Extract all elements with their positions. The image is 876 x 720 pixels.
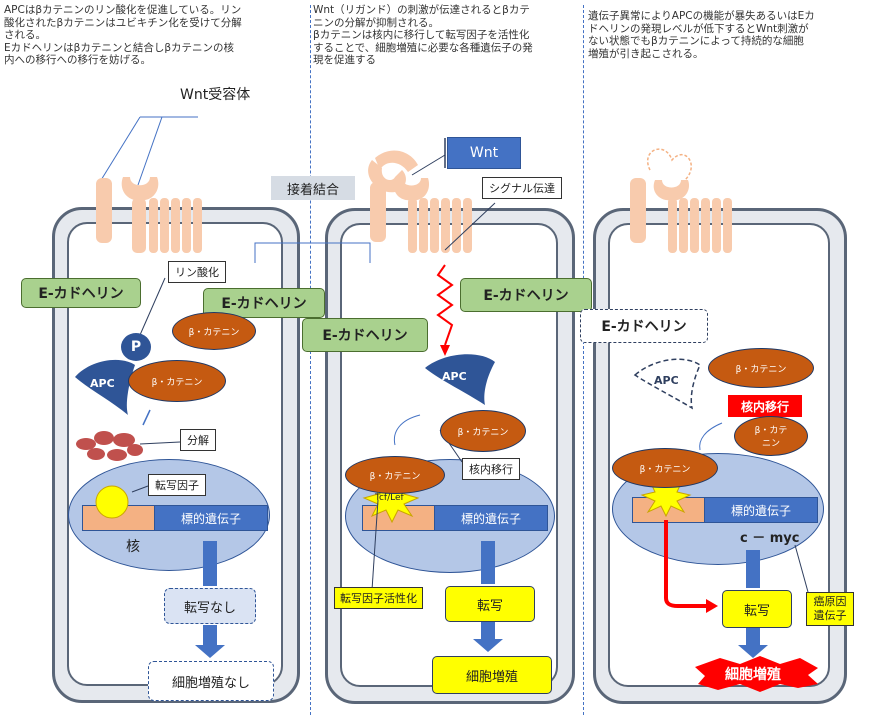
description-left: APCはβカテニンのリン酸化を促進している。リン 酸化されたβカテニンはユビキチ… [4, 4, 242, 66]
ecadherin-box-4: E-カドヘリン [460, 278, 592, 312]
down-arrows [195, 541, 768, 658]
receptor-pointer-line-2 [137, 116, 163, 186]
receptor-left [121, 177, 202, 253]
signal-label: シグナル伝達 [482, 177, 562, 199]
beta-catenin-2: β・カテニン [128, 360, 226, 402]
nuclear-translocation-red-label: 核内移行 [728, 395, 802, 417]
tcf-lef-label: Tcf/Lef [375, 493, 404, 503]
apc-right-shape [633, 358, 701, 410]
wnt-absent-outline [647, 148, 692, 181]
nucleus-label: 核 [126, 539, 140, 555]
no-transcription-box: 転写なし [164, 588, 256, 624]
nuclear-translocation-label: 核内移行 [462, 458, 520, 480]
beta-catenin-3: β・カテニン [440, 410, 526, 452]
proliferation-burst [695, 656, 818, 692]
degraded-fragments [76, 431, 143, 461]
divider-2 [583, 5, 584, 715]
receptor-right [630, 178, 732, 253]
beta-catenin-6: β・カテ ニン [734, 416, 808, 456]
receptor-middle [368, 150, 472, 253]
target-gene-middle: 標的遺伝子 [434, 505, 548, 531]
transcription-factor-label: 転写因子 [148, 474, 206, 496]
transcription-box-right: 転写 [722, 590, 792, 628]
degradation-label: 分解 [180, 429, 216, 451]
proliferation-burst-label: 細胞増殖 [725, 667, 781, 683]
wnt-box: Wnt [447, 137, 521, 169]
apc-left-label: APC [90, 377, 115, 390]
beta-catenin-5: β・カテニン [708, 348, 814, 388]
adhesion-bracket [254, 242, 371, 263]
cmyc-label: c － myc [740, 531, 800, 546]
adhesion-label: 接着結合 [271, 176, 355, 200]
description-middle: Wnt（リガンド）の刺激が伝達されるとβカテ ニンの分解が抑制される。 βカテニ… [313, 4, 533, 66]
target-gene-left: 標的遺伝子 [154, 505, 268, 531]
phosphate-circle: P [121, 333, 151, 361]
phosphorylation-label: リン酸化 [168, 261, 226, 283]
ecadherin-box-2: E-カドヘリン [203, 288, 325, 318]
receptor-left-2 [96, 178, 112, 243]
beta-catenin-4: β・カテニン [345, 456, 445, 494]
wnt-pointer-line [411, 154, 446, 176]
transcription-factor-inactive [95, 485, 129, 519]
transcription-box-middle: 転写 [445, 586, 535, 622]
wnt-receptor-label: Wnt受容体 [180, 87, 251, 103]
target-gene-right: 標的遺伝子 [704, 497, 818, 523]
apc-middle-label: APC [442, 370, 467, 383]
apc-right-label: APC [654, 374, 679, 387]
tcf-activation-label: 転写因子活性化 [334, 587, 423, 609]
ecadherin-box-5: E-カドヘリン [580, 309, 708, 343]
receptor-pointer-line-1 [97, 116, 141, 186]
no-proliferation-box: 細胞増殖なし [148, 661, 274, 701]
oncogene-label: 癌原因 遺伝子 [806, 592, 854, 626]
signal-zigzag [436, 264, 454, 346]
ecadherin-box-1: E-カドヘリン [21, 278, 141, 308]
divider-1 [310, 5, 311, 715]
apc-left-shape [75, 359, 135, 415]
description-right: 遺伝子異常によりAPCの機能が暴失あるいはEカ ドヘリンの発現レベルが低下すると… [588, 10, 815, 60]
beta-catenin-1: β・カテニン [172, 312, 256, 350]
proliferation-box-middle: 細胞増殖 [432, 656, 552, 694]
apc-middle-shape [425, 354, 495, 405]
ecadherin-box-3: E-カドヘリン [302, 318, 428, 352]
beta-catenin-7: β・カテニン [612, 448, 718, 488]
